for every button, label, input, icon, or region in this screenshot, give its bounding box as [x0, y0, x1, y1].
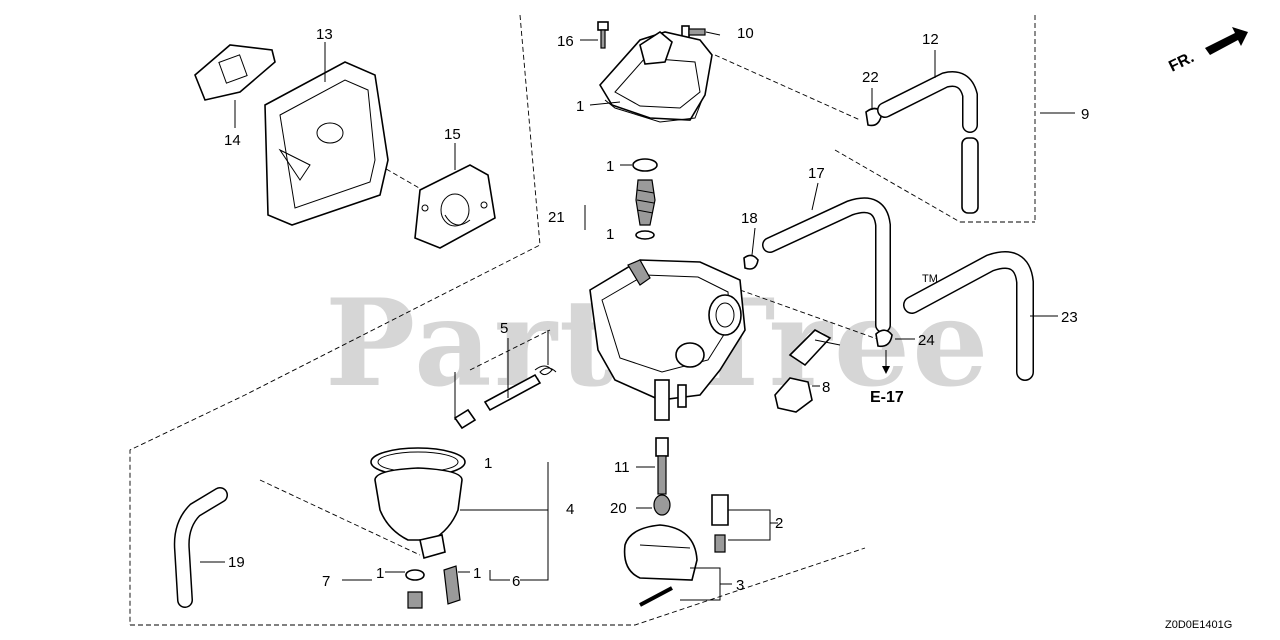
right-connector-line-2: [834, 149, 961, 223]
callout-20: 20: [610, 500, 627, 517]
drain-screw-part-7: [405, 569, 425, 609]
callout-2: 2: [775, 515, 783, 532]
callout-17: 17: [808, 165, 825, 182]
drain-fitting-part-2: [711, 494, 729, 553]
callout-8: 8: [822, 379, 830, 396]
watermark-trademark: TM: [922, 273, 938, 285]
hose-clip-part-24: [875, 329, 893, 348]
vent-hose-part-17: [762, 197, 891, 333]
screw-connector-line: [469, 329, 551, 371]
arrow-e17: [882, 366, 890, 374]
callout-14: 14: [224, 132, 241, 149]
gasket-part-14: [194, 44, 276, 101]
callout-1e: 1: [376, 565, 384, 582]
breather-hose-part-19: [173, 487, 228, 608]
float-bowl-part-4: [370, 447, 466, 560]
direction-label: FR.: [1166, 49, 1197, 76]
carburetor-body: [589, 259, 746, 421]
callout-5: 5: [500, 320, 508, 337]
reference-label: E-17: [870, 389, 904, 406]
pilot-screw-part-5: [453, 365, 557, 430]
callout-24: 24: [918, 332, 935, 349]
bracket-6: [489, 570, 510, 581]
drawing-code: Z0D0E1401G: [1165, 619, 1232, 631]
callout-7: 7: [322, 573, 330, 590]
plate-part-15: [414, 164, 496, 249]
leader-18: [751, 227, 756, 256]
callout-1b: 1: [606, 158, 614, 175]
screw-part-16: [597, 21, 609, 49]
main-jet-part-11: [655, 437, 669, 495]
insulator-plate-part-13: [264, 61, 389, 226]
callout-21: 21: [548, 209, 565, 226]
callout-22: 22: [862, 69, 879, 86]
callout-11: 11: [614, 459, 630, 476]
callout-19: 19: [228, 554, 245, 571]
drain-connector-line: [259, 479, 421, 556]
fuel-hose-part-12: [877, 71, 979, 214]
upper-left-boundary: [129, 14, 541, 625]
bracket-4: [520, 462, 549, 581]
callout-18: 18: [741, 210, 758, 227]
callout-1d: 1: [484, 455, 492, 472]
needle-valve-stack: [632, 158, 658, 240]
leader-10: [705, 31, 721, 36]
bracket-2: [728, 509, 771, 541]
callout-15: 15: [444, 126, 461, 143]
hose-connector-line: [739, 289, 881, 341]
callout-16: 16: [557, 33, 574, 50]
callout-10: 10: [737, 25, 754, 42]
jet-part-20: [653, 494, 671, 516]
front-direction-marker: FR.: [1166, 27, 1248, 76]
right-connector-line: [714, 54, 861, 121]
bowl-bolt-part-6: [443, 565, 461, 605]
callout-1f: 1: [473, 565, 481, 582]
callout-3: 3: [736, 577, 744, 594]
lower-boundary: [130, 547, 866, 626]
choke-lever-part-8: [774, 329, 841, 413]
leader-1a: [589, 101, 621, 106]
leader-17: [811, 182, 819, 211]
float-part-3: [623, 524, 698, 607]
drain-hose-part-23: [903, 251, 1034, 381]
callout-4: 4: [566, 501, 574, 518]
callout-6: 6: [512, 573, 520, 590]
float-chamber-cover: [599, 31, 713, 123]
callout-1c: 1: [606, 226, 614, 243]
callout-12: 12: [922, 31, 939, 48]
hose-clip-part-18: [743, 254, 759, 270]
callout-1a: 1: [576, 98, 584, 115]
callout-9: 9: [1081, 106, 1089, 123]
callout-23: 23: [1061, 309, 1078, 326]
callout-13: 13: [316, 26, 333, 43]
